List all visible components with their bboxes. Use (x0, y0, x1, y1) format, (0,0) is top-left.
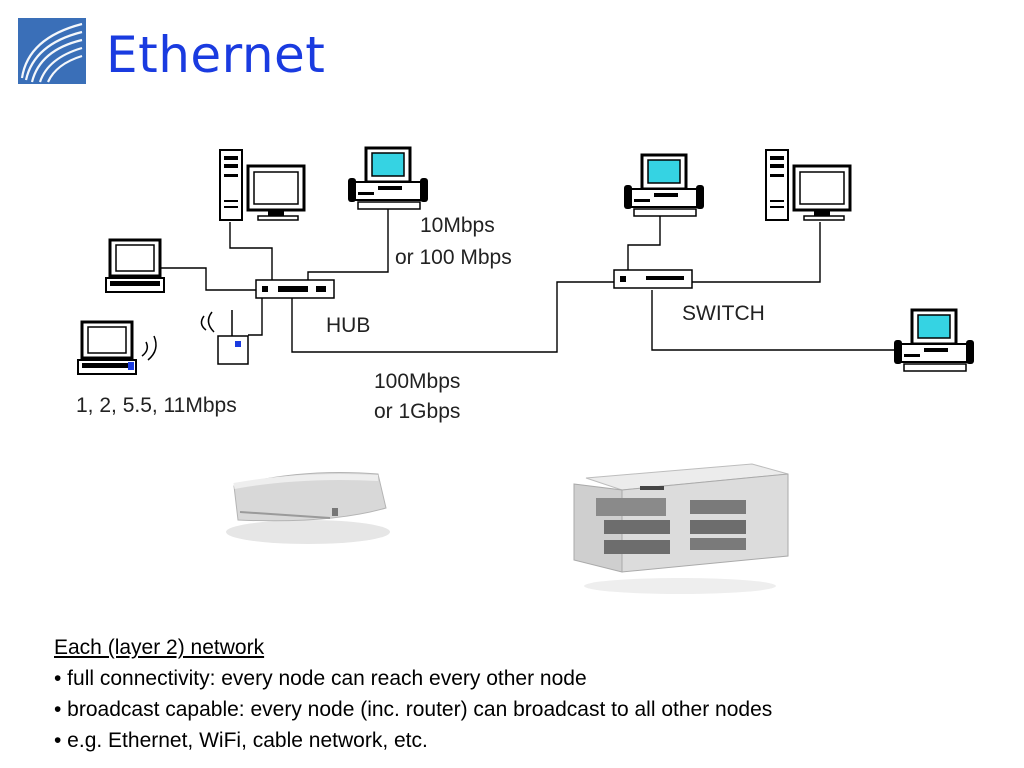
desktop-computer-5 (892, 308, 976, 373)
hub-link-speed-line1: 10Mbps (420, 214, 495, 237)
tower-computer-1 (218, 148, 306, 222)
laptop-1 (104, 238, 166, 294)
desktop-computer-2 (346, 146, 430, 211)
hub-link-speed-line2: or 100 Mbps (395, 246, 512, 269)
wifi-waves-icon (141, 311, 215, 361)
switch-device (613, 269, 693, 289)
switch-label: SWITCH (682, 302, 765, 325)
bullet-examples: • e.g. Ethernet, WiFi, cable network, et… (54, 729, 428, 752)
switch-photo (573, 463, 789, 594)
access-point (217, 310, 249, 365)
hub-device (255, 279, 335, 299)
bullet-full-connectivity: • full connectivity: every node can reac… (54, 667, 587, 690)
logo-icon (18, 18, 86, 84)
wireless-laptop (76, 320, 138, 376)
hub-label: HUB (326, 314, 370, 337)
network-diagram: 10Mbps or 100 Mbps HUB SWITCH 100Mbps or… (76, 146, 976, 594)
tower-computer-4 (764, 148, 852, 222)
bullet-broadcast-capable: • broadcast capable: every node (inc. ro… (54, 698, 773, 721)
hub-photo (226, 472, 390, 544)
notes-block: Each (layer 2) network • full connectivi… (54, 632, 772, 756)
wifi-card-icon (128, 362, 134, 370)
wifi-speed-label: 1, 2, 5.5, 11Mbps (76, 394, 237, 417)
uplink-speed-line2: or 1Gbps (374, 400, 460, 423)
desktop-computer-3 (622, 153, 706, 218)
uplink-speed-line1: 100Mbps (374, 370, 460, 393)
slide-title: Ethernet (106, 26, 326, 84)
notes-heading: Each (layer 2) network (54, 636, 265, 659)
